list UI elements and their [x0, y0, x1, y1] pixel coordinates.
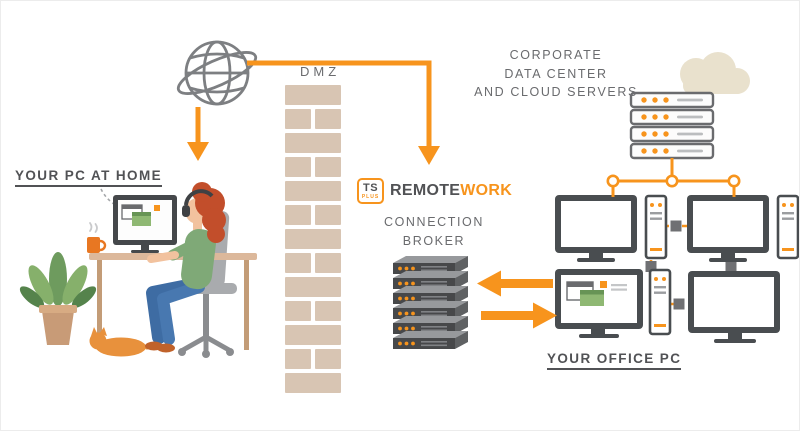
server-unit	[393, 301, 468, 319]
connection-broker-line-1: CONNECTION	[383, 215, 485, 229]
logo-remote-text: REMOTE	[390, 182, 461, 199]
logo-work-text: WORK	[460, 182, 513, 199]
home-monitor-icon	[113, 195, 177, 253]
screen-app-windows	[566, 281, 627, 306]
dmz-brick-wall	[285, 85, 341, 393]
label-leader-line	[100, 188, 120, 208]
server-unit	[393, 316, 468, 334]
server-unit	[393, 286, 468, 304]
server-unit	[393, 331, 468, 349]
home-pc-label: YOUR PC AT HOME	[15, 168, 163, 187]
office-pc-bottom-right-icon	[688, 271, 780, 343]
connection-broker-label: CONNECTION BROKER	[367, 213, 501, 250]
datacenter-link-nodes	[606, 174, 741, 188]
office-pc-label-wrap: YOUR OFFICE PC	[547, 350, 682, 370]
remotework-logo: TS PLUS REMOTEWORK	[357, 178, 512, 204]
server-unit	[393, 256, 468, 274]
logo-plus-text: PLUS	[361, 193, 380, 200]
connection-broker-line-2: BROKER	[402, 233, 466, 248]
monitor	[687, 195, 769, 262]
home-pc-label-wrap: YOUR PC AT HOME	[15, 167, 163, 187]
headphones-icon	[184, 189, 214, 206]
person	[145, 182, 226, 353]
office-pc-label: YOUR OFFICE PC	[547, 351, 682, 370]
dmz-label: DMZ	[300, 64, 341, 79]
your-office-pc-icon	[555, 268, 672, 338]
person-at-desk-illustration	[19, 182, 257, 358]
corporate-datacenter-label: CORPORATE DATA CENTER AND CLOUD SERVERS	[473, 46, 639, 102]
tower	[776, 194, 799, 260]
ts-plus-logo-badge: TS PLUS	[357, 178, 384, 204]
cloud-icon	[680, 52, 750, 94]
arrow-broker-to-office	[481, 302, 557, 329]
corporate-line-1: CORPORATE	[509, 48, 603, 62]
tower	[648, 268, 672, 336]
logo-ts-text: TS	[362, 181, 379, 194]
server-rack-icon	[629, 91, 715, 160]
monitor	[688, 271, 780, 343]
plant-icon	[19, 252, 97, 345]
logo-wordmark: REMOTEWORK	[390, 182, 512, 200]
tower	[644, 194, 668, 260]
coffee-mug-icon	[87, 222, 107, 253]
server-unit	[393, 271, 468, 289]
corporate-line-3: AND CLOUD SERVERS	[474, 85, 638, 99]
corporate-line-2: DATA CENTER	[504, 66, 608, 81]
monitor	[555, 195, 637, 262]
office-pc-top-left-icon	[555, 194, 668, 262]
arrow-office-to-broker	[477, 270, 553, 297]
internet-globe-icon	[176, 40, 258, 106]
monitor	[555, 269, 643, 338]
datacenter-rack-and-cloud	[629, 52, 750, 160]
connection-broker-server-icon	[393, 256, 468, 349]
office-pc-top-right-icon	[687, 194, 799, 262]
